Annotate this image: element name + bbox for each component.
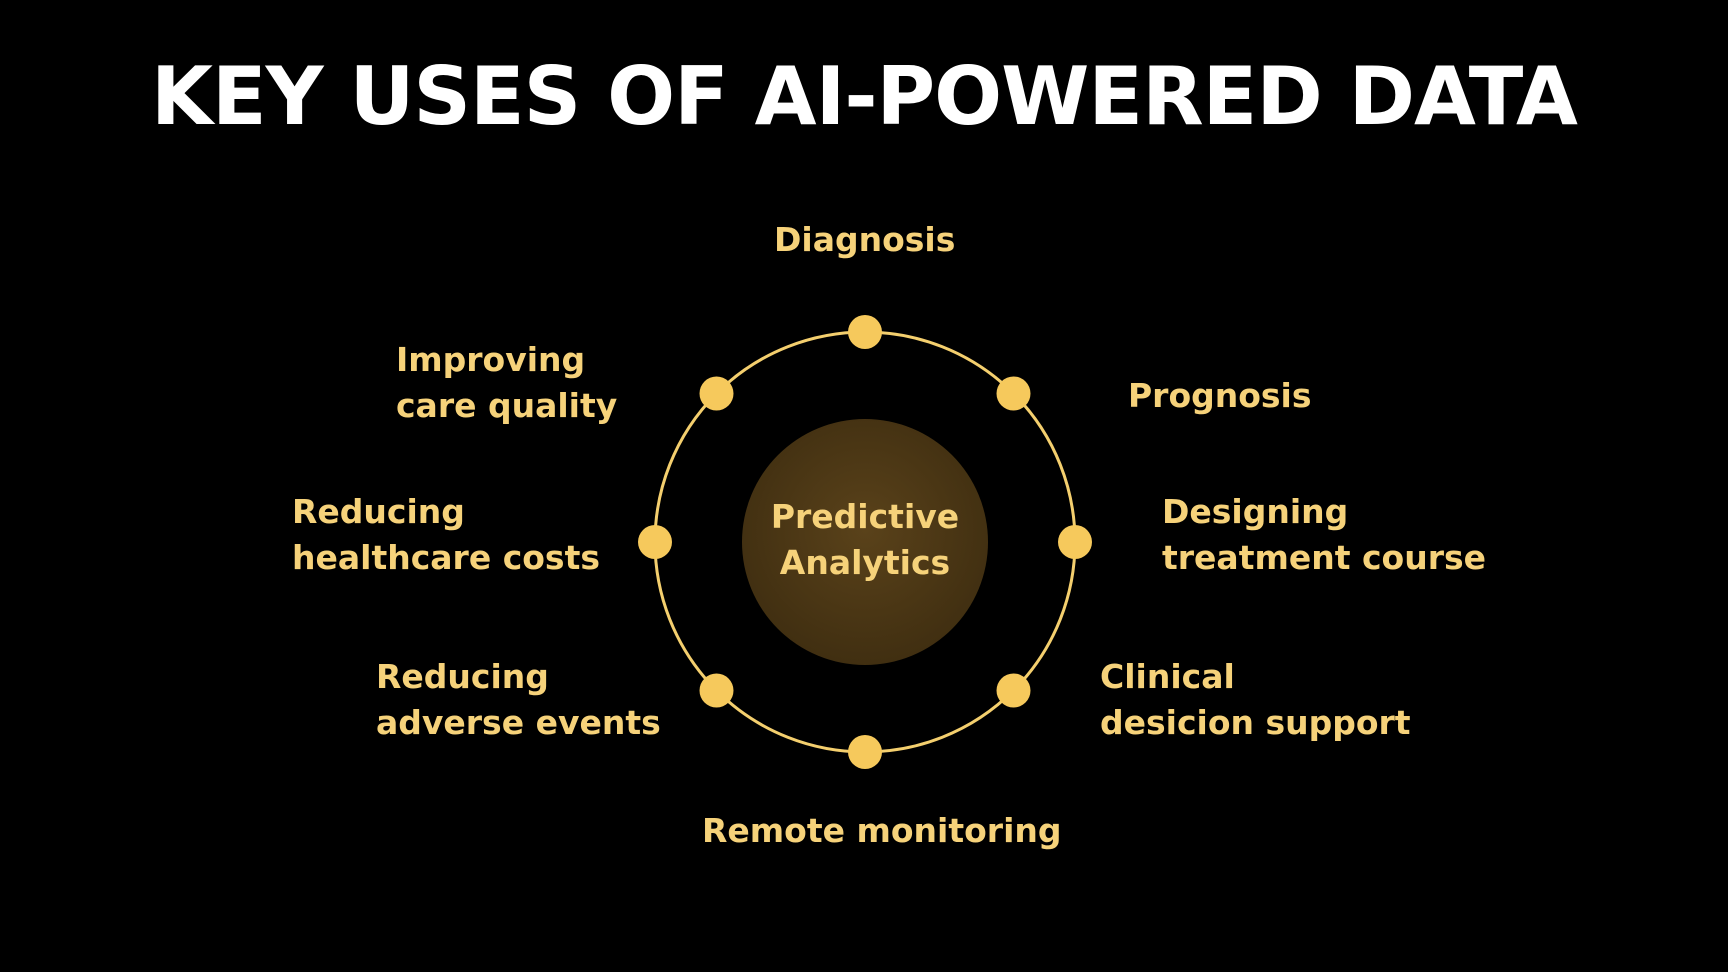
center-label-line2: Analytics	[779, 543, 951, 582]
node-remote-monitoring	[848, 735, 882, 769]
label-line: Reducing	[376, 657, 549, 696]
label-line: Improving	[396, 340, 586, 379]
label-diagnosis: Diagnosis	[774, 217, 955, 263]
label-line: Designing	[1162, 492, 1349, 531]
node-clinical-decision-support	[996, 673, 1031, 708]
label-line: Prognosis	[1128, 376, 1312, 415]
page-title: KEY USES OF AI-POWERED DATA	[151, 50, 1578, 143]
label-line: care quality	[396, 386, 618, 425]
label-line: Diagnosis	[774, 220, 956, 259]
center-label-line1: Predictive	[770, 497, 960, 536]
center-label: Predictive Analytics	[740, 494, 990, 586]
label-improving-care-quality: Improving care quality	[396, 337, 617, 429]
node-designing-treatment-course	[1058, 525, 1092, 559]
label-reducing-adverse-events: Reducing adverse events	[376, 654, 661, 746]
label-prognosis: Prognosis	[1128, 373, 1312, 419]
center-disc	[742, 419, 988, 665]
node-prognosis	[996, 376, 1031, 411]
label-reducing-healthcare-costs: Reducing healthcare costs	[292, 489, 600, 581]
node-reducing-healthcare-costs	[638, 525, 672, 559]
node-improving-care-quality	[699, 376, 734, 411]
node-diagnosis	[848, 315, 882, 349]
label-designing-treatment-course: Designing treatment course	[1162, 489, 1486, 581]
node-reducing-adverse-events	[699, 673, 734, 708]
label-clinical-decision-support: Clinical desicion support	[1100, 654, 1411, 746]
label-line: Remote monitoring	[702, 811, 1062, 850]
label-line: Clinical	[1100, 657, 1235, 696]
ring-nodes	[638, 315, 1092, 769]
label-line: Reducing	[292, 492, 465, 531]
label-line: healthcare costs	[292, 538, 600, 577]
label-line: desicion support	[1100, 703, 1411, 742]
label-line: treatment course	[1162, 538, 1487, 577]
label-line: adverse events	[376, 703, 661, 742]
label-remote-monitoring: Remote monitoring	[702, 808, 1062, 854]
